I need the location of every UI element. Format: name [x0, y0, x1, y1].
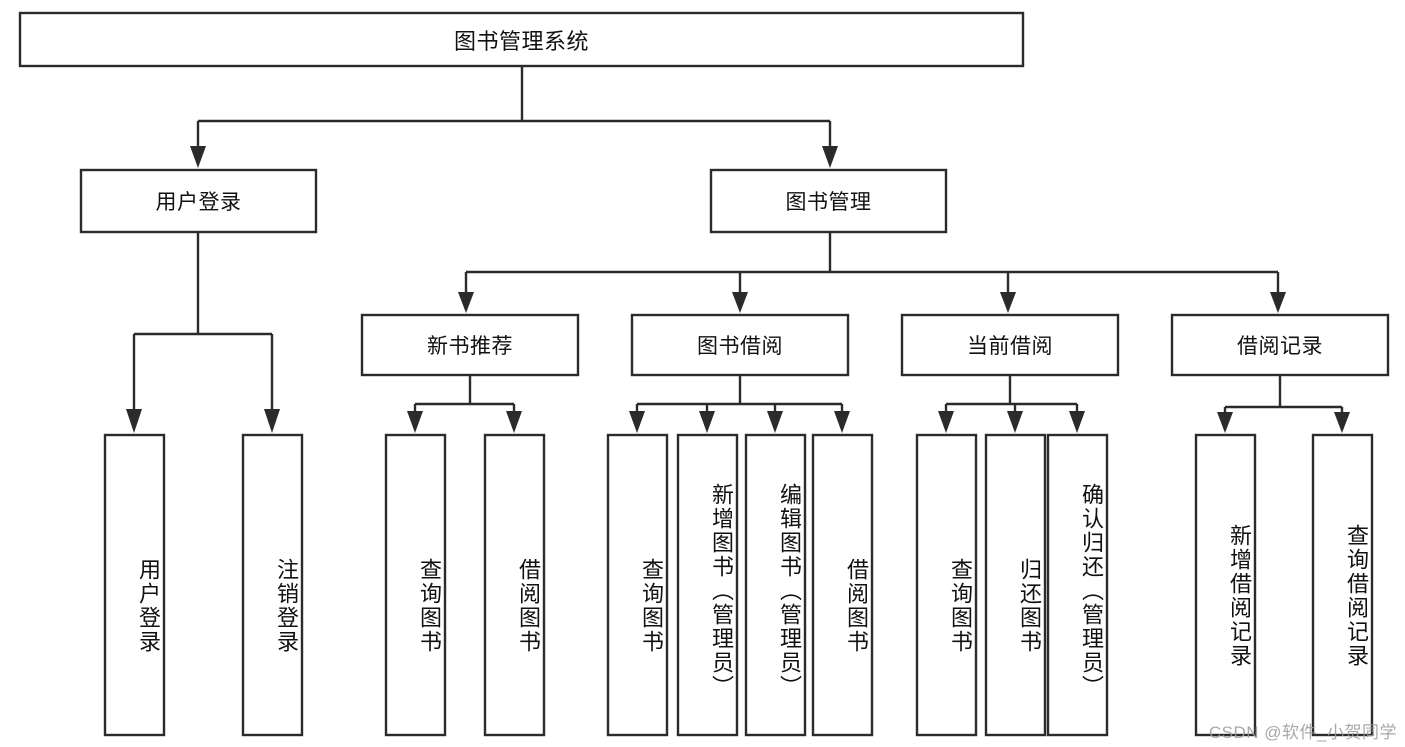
csdn-watermark: CSDN @软件_小贺同学: [1208, 723, 1397, 742]
arrowhead-bb-leaf-1: [699, 411, 715, 433]
node-box-book-management[interactable]: [709, 168, 948, 234]
arrowhead-cb-leaf-2: [1069, 411, 1085, 433]
arrowhead-bm-child-0: [458, 292, 474, 313]
arrowhead-bm-child-3: [1270, 292, 1286, 313]
node-box-book-borrow[interactable]: [630, 313, 850, 377]
arrowhead-br-leaf-1: [1334, 412, 1350, 433]
arrowhead-cb-leaf-0: [938, 411, 954, 433]
arrowhead-root-to-book-management: [822, 146, 838, 168]
node-box-leaf-current-borrow-2[interactable]: [1046, 433, 1109, 737]
node-box-leaf-new-book-1[interactable]: [483, 433, 546, 737]
node-box-root[interactable]: [18, 11, 1025, 68]
arrowhead-bb-leaf-2: [767, 411, 783, 433]
node-box-leaf-book-borrow-0[interactable]: [606, 433, 669, 737]
node-box-leaf-current-borrow-1[interactable]: [984, 433, 1047, 737]
node-box-current-borrow[interactable]: [900, 313, 1120, 377]
node-box-leaf-new-book-0[interactable]: [384, 433, 447, 737]
node-box-leaf-borrow-record-0[interactable]: [1194, 433, 1257, 737]
arrowhead-new-book-leaf-0: [407, 411, 423, 433]
node-box-borrow-record[interactable]: [1170, 313, 1390, 377]
arrowhead-bb-leaf-3: [834, 411, 850, 433]
arrowhead-new-book-leaf-1: [506, 411, 522, 433]
arrowhead-user-login-leaf-1: [264, 409, 280, 433]
arrowhead-bm-child-1: [732, 292, 748, 313]
node-box-leaf-user-login-1[interactable]: [241, 433, 304, 737]
arrowhead-bb-leaf-0: [629, 411, 645, 433]
node-box-leaf-book-borrow-2[interactable]: [744, 433, 807, 737]
node-box-leaf-book-borrow-3[interactable]: [811, 433, 874, 737]
arrowhead-br-leaf-0: [1217, 412, 1233, 433]
node-box-leaf-user-login-0[interactable]: [103, 433, 166, 737]
arrowhead-root-to-user-login: [190, 146, 206, 168]
node-box-new-book-recommend[interactable]: [360, 313, 580, 377]
node-box-leaf-current-borrow-0[interactable]: [915, 433, 978, 737]
node-box-user-login[interactable]: [79, 168, 318, 234]
node-box-leaf-borrow-record-1[interactable]: [1311, 433, 1374, 737]
arrowhead-bm-child-2: [1000, 292, 1016, 313]
arrowhead-user-login-leaf-0: [126, 409, 142, 433]
node-box-leaf-book-borrow-1[interactable]: [676, 433, 739, 737]
arrowhead-cb-leaf-1: [1007, 411, 1023, 433]
